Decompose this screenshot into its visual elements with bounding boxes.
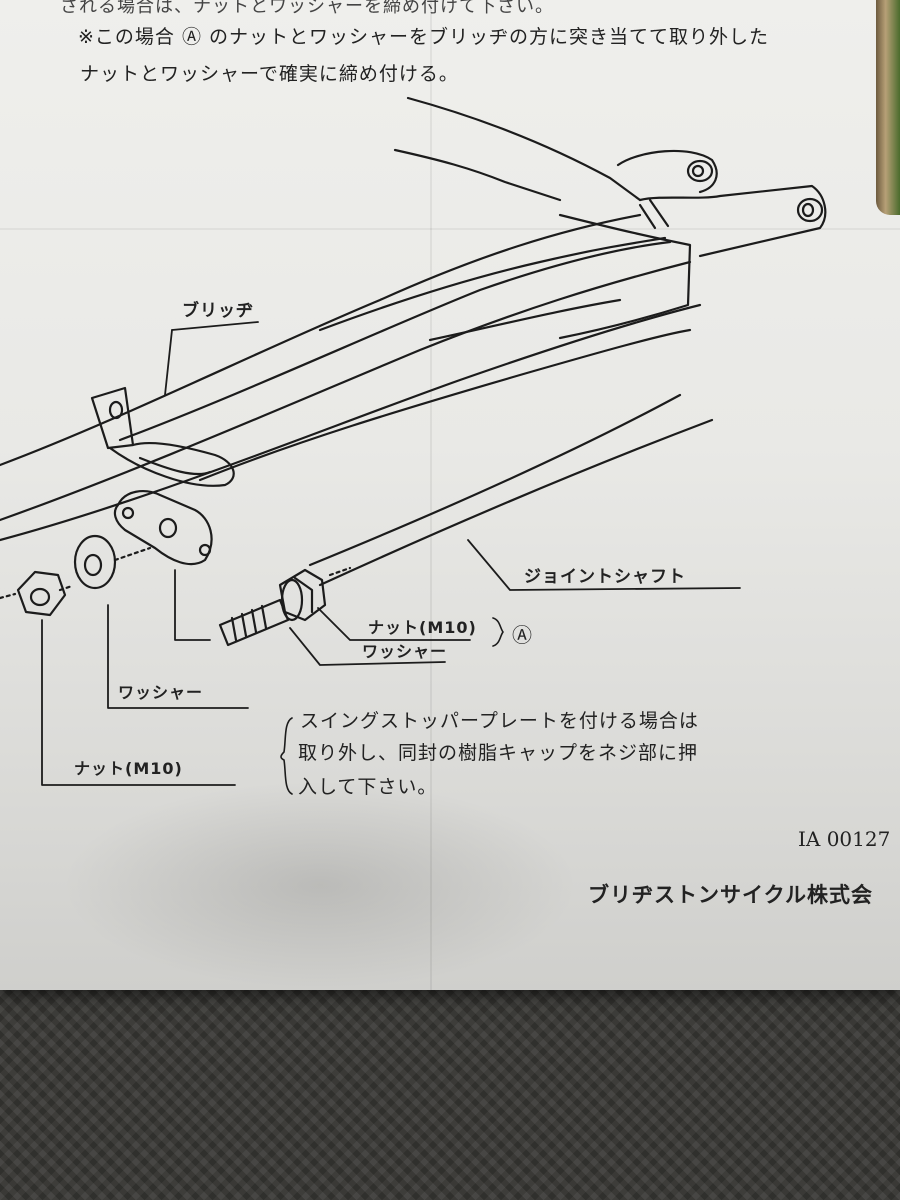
hand-shadow [60,780,580,990]
paper-fold-vertical [430,0,432,990]
document-code: IA 00127 [798,827,891,851]
frame-tube-lower [0,298,702,542]
company-name: ブリヂストンサイクル株式会 [588,883,873,907]
bridge-label: ブリッヂ [182,301,254,321]
bridge-bracket [90,386,235,566]
group-a-mark: Ⓐ [512,623,532,647]
rear-dropout [616,149,824,230]
nut-washer-assembly-a [218,568,327,647]
joint-shaft-label: ジョイントシャフト [524,567,686,587]
leader-lines [41,321,741,786]
instruction-line-2: ※この場合 Ⓐ のナットとワッシャーをブリッヂの方に突き当てて取り外した [78,26,770,48]
instruction-sheet: される場合は、ナットとワッシャーを締め付けて下さい。 ※この場合 Ⓐ のナットと… [0,0,900,990]
nut-left-label: ナット(M10) [74,759,183,778]
note-line-1: スイングストッパープレートを付ける場合は [300,710,699,732]
instruction-line-1: される場合は、ナットとワッシャーを締め付けて下さい。 [60,0,554,17]
corner-object [876,0,900,215]
instruction-line-3: ナットとワッシャーで確実に締め付ける。 [80,63,459,85]
washer-left-label: ワッシャー [118,683,204,702]
note-line-3: 入して下さい。 [298,776,438,798]
note-brace [280,717,293,795]
assembly-diagram [0,96,827,795]
nut-a-label: ナット(M10) [368,618,477,637]
joint-shaft [308,393,714,587]
left-nut-washer [0,534,152,617]
note-line-2: 取り外し、同封の樹脂キャップをネジ部に押 [298,742,699,764]
washer-a-label: ワッシャー [362,642,448,661]
paper-fold-horizontal [0,228,900,230]
frame-tube-upper [0,96,827,522]
group-a-brace [492,617,504,647]
